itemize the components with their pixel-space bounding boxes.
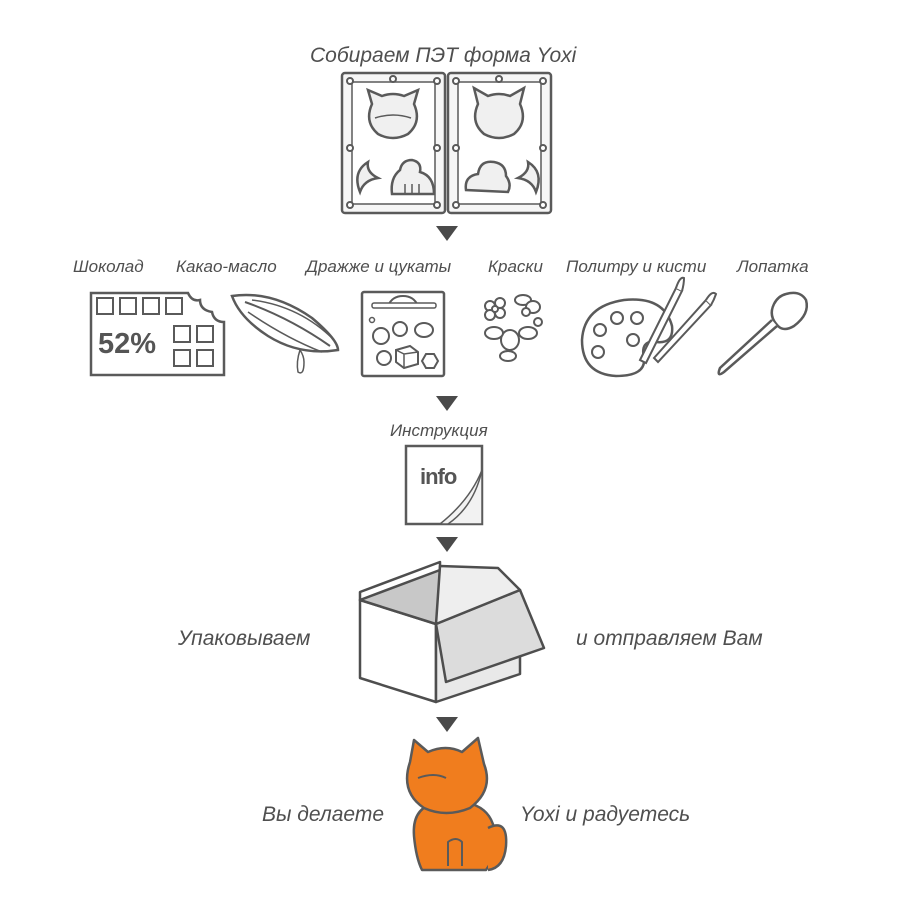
chocolate-bar-icon <box>89 291 226 377</box>
instruction-sheet-icon <box>404 444 484 526</box>
down-arrow-icon <box>436 396 458 411</box>
pet-mold-right <box>446 71 553 215</box>
parcel-box-icon <box>358 560 546 704</box>
pet-mold-left <box>340 71 447 215</box>
ingredient-label-paints: Краски <box>488 257 543 276</box>
make-label-left: Вы делаете <box>262 803 385 826</box>
assemble-label: Собираем ПЭТ форма Yoxi <box>310 44 577 67</box>
down-arrow-icon <box>436 537 458 552</box>
paints-icon <box>484 294 543 362</box>
ingredient-label-cocoa-butter: Какао-масло <box>176 257 277 276</box>
down-arrow-icon <box>436 717 458 732</box>
make-label-right: Yoxi и радуетесь <box>520 803 691 826</box>
instruction-label: Инструкция <box>390 421 488 440</box>
spatula-icon <box>717 291 808 376</box>
pack-label-left: Упаковываем <box>178 627 311 650</box>
dragee-package-icon <box>360 290 446 378</box>
chocolate-percent: 52% <box>98 328 157 360</box>
pack-label-right: и отправляем Вам <box>576 627 763 650</box>
ingredient-label-spatula: Лопатка <box>737 257 809 276</box>
ingredient-label-chocolate: Шоколад <box>73 257 144 276</box>
down-arrow-icon <box>436 226 458 241</box>
ingredient-label-dragee: Дражже и цукаты <box>306 257 452 276</box>
cocoa-butter-icon <box>230 293 340 374</box>
info-text: info <box>420 464 457 489</box>
palette-brushes-icon <box>580 276 718 378</box>
ingredient-label-brushes: Политру и кисти <box>566 257 707 276</box>
yoxi-fox-icon <box>405 736 508 872</box>
